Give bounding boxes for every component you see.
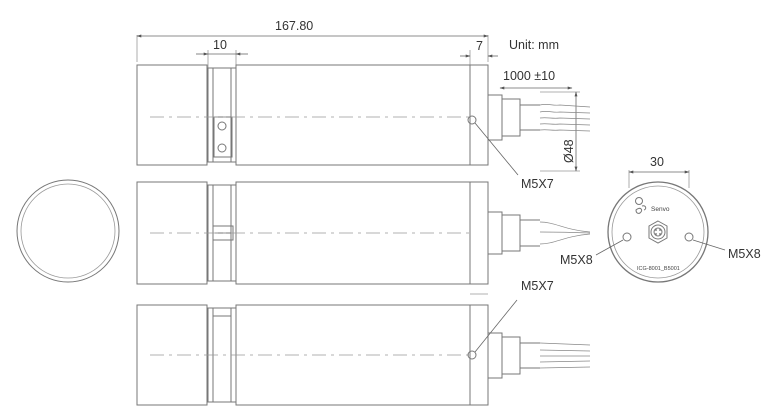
- logo-text: Senvo: [651, 206, 670, 213]
- cable-wires: [539, 103, 591, 132]
- sensor-side-view: [136, 181, 591, 285]
- diameter-label: Ø48: [562, 139, 576, 163]
- diameter-dimension: Ø48: [540, 91, 580, 172]
- sensor-bottom-view: [136, 304, 591, 406]
- cable-gland: [487, 332, 540, 379]
- callout-top-m5x7: M5X7: [474, 122, 554, 191]
- end-face-width-dimension: 30: [628, 155, 690, 188]
- overall-length-dimension: 167.80: [136, 19, 489, 62]
- cap-end-view: [16, 179, 120, 283]
- end-face-connector: [648, 220, 668, 244]
- callout-bottom-m5x7: M5X7: [470, 279, 554, 353]
- clamp-width-dimension: 10: [196, 38, 248, 68]
- cap-length-label: 7: [476, 39, 483, 53]
- cable-gland: [487, 211, 540, 255]
- callout-end-right-m5x8: M5X8: [692, 239, 761, 261]
- callout-end-left-m5x8: M5X8: [560, 239, 624, 267]
- end-face-view: 30 Senvo ICG-8001_B5001: [607, 155, 709, 283]
- end-face-hole-right: [684, 232, 694, 242]
- callout-bottom-label: M5X7: [521, 279, 554, 293]
- overall-length-label: 167.80: [275, 19, 313, 33]
- cable-wires: [539, 342, 591, 369]
- logo-icon: Senvo: [635, 197, 670, 214]
- mounting-hole-m5x7: [467, 350, 477, 360]
- cable-wires: [539, 221, 591, 245]
- cap-length-dimension: 7: [460, 39, 498, 66]
- part-code: ICG-8001_B5001: [637, 266, 680, 272]
- end-face-width-label: 30: [650, 155, 664, 169]
- cable-gland: [487, 94, 540, 141]
- mounting-hole-m5x7: [467, 115, 477, 125]
- callout-end-right-label: M5X8: [728, 247, 761, 261]
- cable-length-label: 1000 ±10: [503, 69, 555, 83]
- callout-top-label: M5X7: [521, 177, 554, 191]
- cable-length-dimension: 1000 ±10: [499, 69, 573, 90]
- unit-label: Unit: mm: [509, 38, 559, 52]
- sensor-top-view: [136, 64, 591, 166]
- clamp-width-label: 10: [213, 38, 227, 52]
- end-face-hole-left: [622, 232, 632, 242]
- callout-end-left-label: M5X8: [560, 253, 593, 267]
